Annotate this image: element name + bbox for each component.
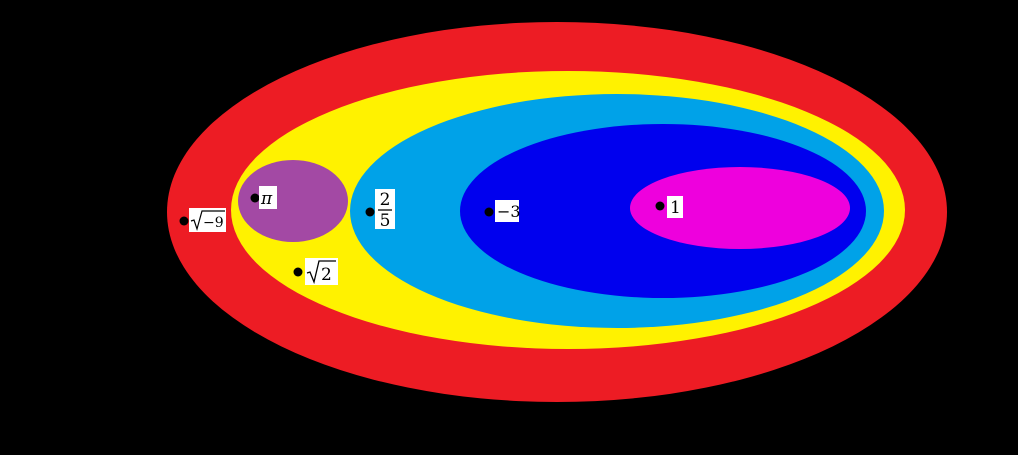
- point-one: 1: [655, 196, 683, 218]
- point-dot: [293, 267, 303, 277]
- point-label-box: [667, 196, 683, 218]
- point-neg3: −3: [484, 200, 521, 222]
- point-label: π: [260, 189, 273, 209]
- point-label-box: [375, 189, 395, 229]
- point-pi: π: [250, 186, 277, 209]
- point-sqrt2: 2: [293, 258, 338, 285]
- point-label-radicand: −9: [203, 215, 224, 231]
- point-dot: [179, 216, 189, 226]
- point-label-numerator: 2: [380, 190, 391, 210]
- point-label-denominator: 5: [380, 211, 391, 231]
- point-label-box: [259, 186, 277, 209]
- region-inner: [630, 167, 850, 249]
- point-label: 1: [670, 198, 681, 218]
- point-dot: [365, 207, 375, 217]
- point-label-radicand: 2: [321, 265, 332, 285]
- point-two-fifths: 2 5: [365, 189, 395, 231]
- point-label: −3: [497, 202, 521, 221]
- point-label-box: [495, 200, 519, 222]
- point-dot: [655, 201, 665, 211]
- point-dot: [484, 207, 494, 217]
- radical-sign-icon: [306, 260, 336, 285]
- point-label-box: [189, 208, 226, 232]
- radical-sign-icon: [190, 210, 225, 232]
- point-dot: [250, 193, 260, 203]
- point-sqrt-neg9: −9: [179, 208, 226, 232]
- region-side: [238, 160, 348, 242]
